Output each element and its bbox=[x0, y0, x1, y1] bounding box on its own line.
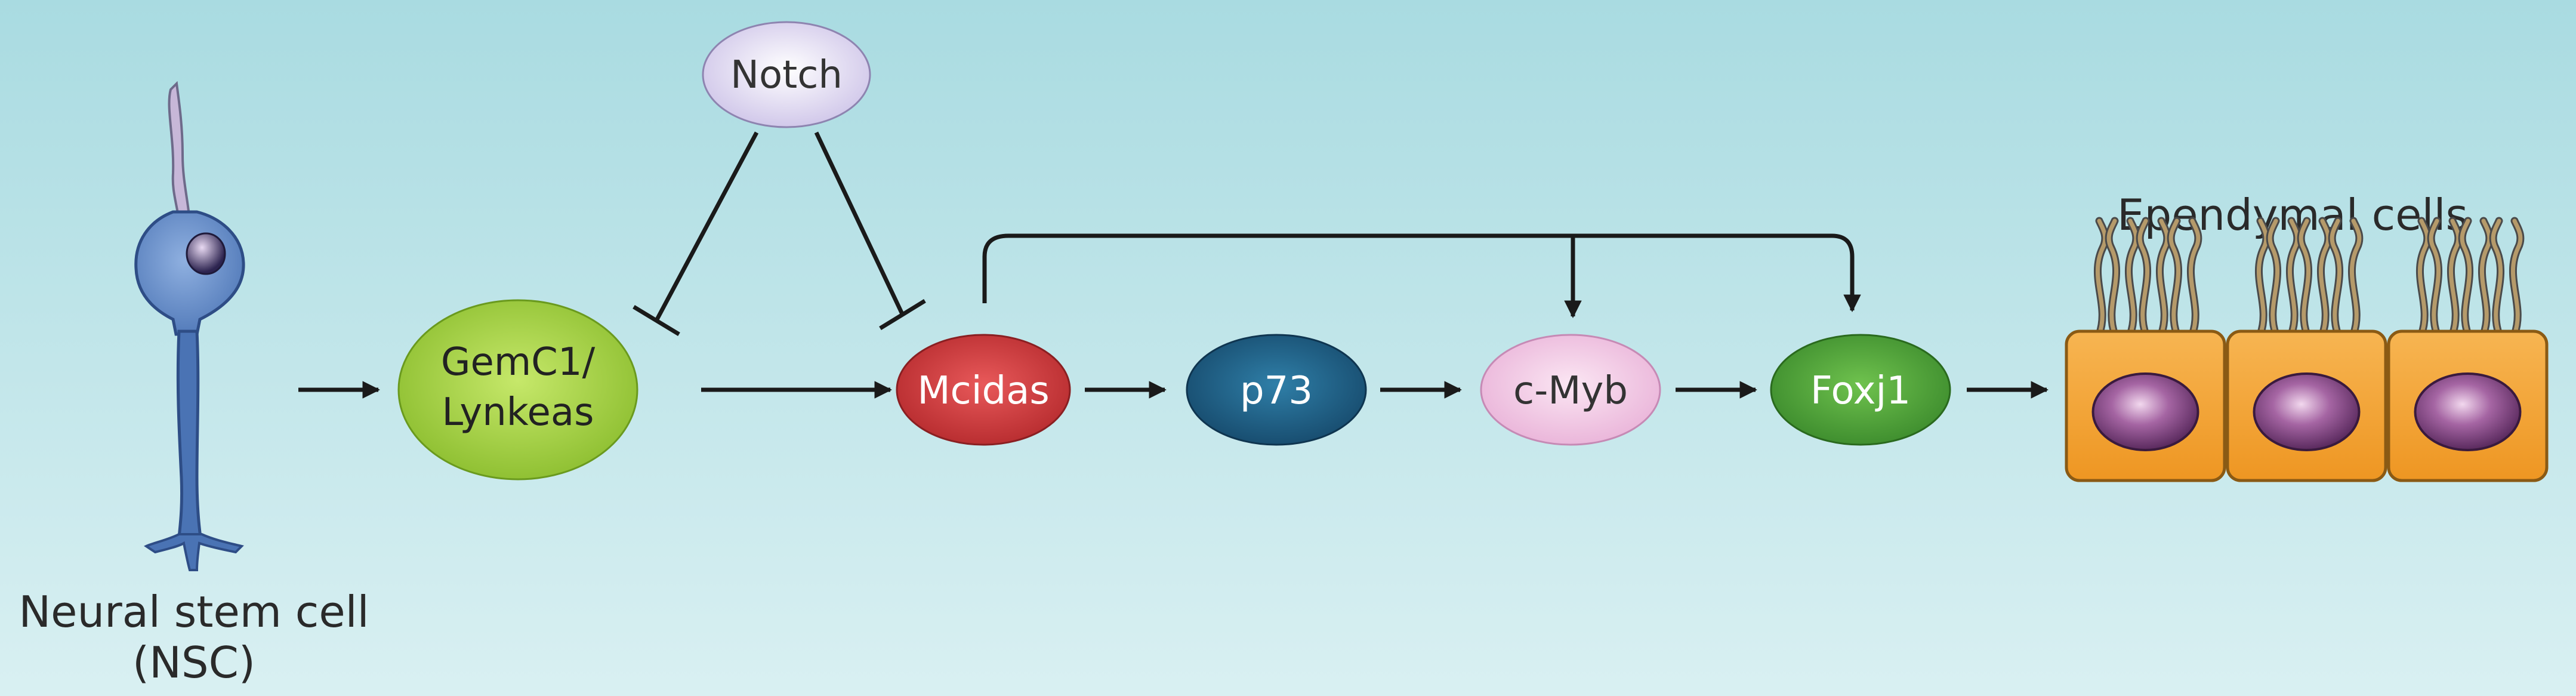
cilium bbox=[2137, 218, 2149, 337]
node-mcidas-label: Mcidas bbox=[917, 369, 1049, 413]
node-foxj1: Foxj1 bbox=[1770, 334, 1951, 446]
node-cmyb-label: c-Myb bbox=[1513, 369, 1628, 413]
cilium bbox=[2158, 218, 2170, 337]
cilium bbox=[2096, 218, 2108, 337]
node-foxj1-label: Foxj1 bbox=[1810, 369, 1911, 413]
node-notch: Notch bbox=[702, 21, 871, 128]
ependymal-cells bbox=[2065, 217, 2549, 482]
node-gemc1: GemC1/ Lynkeas bbox=[397, 299, 638, 481]
ependymal-cell bbox=[2387, 217, 2549, 482]
cilium bbox=[2127, 218, 2139, 337]
cilium bbox=[2299, 218, 2310, 337]
cilium bbox=[2168, 218, 2180, 337]
cilium bbox=[2350, 218, 2362, 337]
notch-inhibits-mcidas-bar bbox=[879, 299, 926, 330]
notch-inhibits-gemc1-bar bbox=[633, 305, 680, 336]
node-mcidas: Mcidas bbox=[896, 334, 1071, 446]
cilium bbox=[2449, 218, 2461, 337]
cilium bbox=[2418, 218, 2430, 337]
notch-inhibits-mcidas-edge bbox=[814, 131, 905, 315]
node-p73-shape bbox=[1186, 334, 1367, 446]
cilium bbox=[2288, 218, 2300, 337]
node-gemc1-label-line2: Lynkeas bbox=[442, 390, 594, 435]
ependymal-cell bbox=[2226, 217, 2387, 482]
cilium bbox=[2460, 218, 2472, 337]
nsc-nucleus bbox=[186, 232, 226, 275]
nsc-label-line2: (NSC) bbox=[132, 638, 255, 688]
node-cmyb: c-Myb bbox=[1480, 334, 1661, 446]
cilium bbox=[2330, 218, 2341, 337]
node-foxj1-shape bbox=[1770, 334, 1951, 446]
nsc-endfoot bbox=[144, 533, 244, 571]
node-mcidas-shape bbox=[896, 334, 1071, 446]
node-gemc1-label-line1: GemC1/ bbox=[441, 340, 596, 384]
mcidas-feedforward-bracket bbox=[982, 233, 1861, 312]
ependymal-nucleus bbox=[2091, 372, 2199, 451]
ependymal-nucleus bbox=[2414, 372, 2522, 451]
node-p73: p73 bbox=[1186, 334, 1367, 446]
cilium bbox=[2319, 218, 2331, 337]
cilium bbox=[2511, 218, 2523, 337]
cilium bbox=[2268, 218, 2279, 337]
node-p73-label: p73 bbox=[1240, 369, 1313, 413]
cilium bbox=[2257, 218, 2269, 337]
ependymal-nucleus bbox=[2253, 372, 2361, 451]
nsc-label-line1: Neural stem cell bbox=[18, 587, 369, 637]
ependymal-cell bbox=[2065, 217, 2226, 482]
cilium bbox=[2480, 218, 2492, 337]
node-notch-shape bbox=[702, 21, 871, 128]
cilium bbox=[2491, 218, 2503, 337]
neural-stem-cell bbox=[134, 81, 245, 571]
cilium bbox=[2189, 218, 2201, 337]
cilium bbox=[2429, 218, 2441, 337]
nsc-basal-process bbox=[176, 329, 202, 539]
node-gemc1-shape bbox=[397, 299, 638, 481]
cilium bbox=[2106, 218, 2118, 337]
node-notch-label: Notch bbox=[730, 53, 843, 97]
node-cmyb-shape bbox=[1480, 334, 1661, 446]
notch-inhibits-gemc1-edge bbox=[654, 131, 759, 322]
